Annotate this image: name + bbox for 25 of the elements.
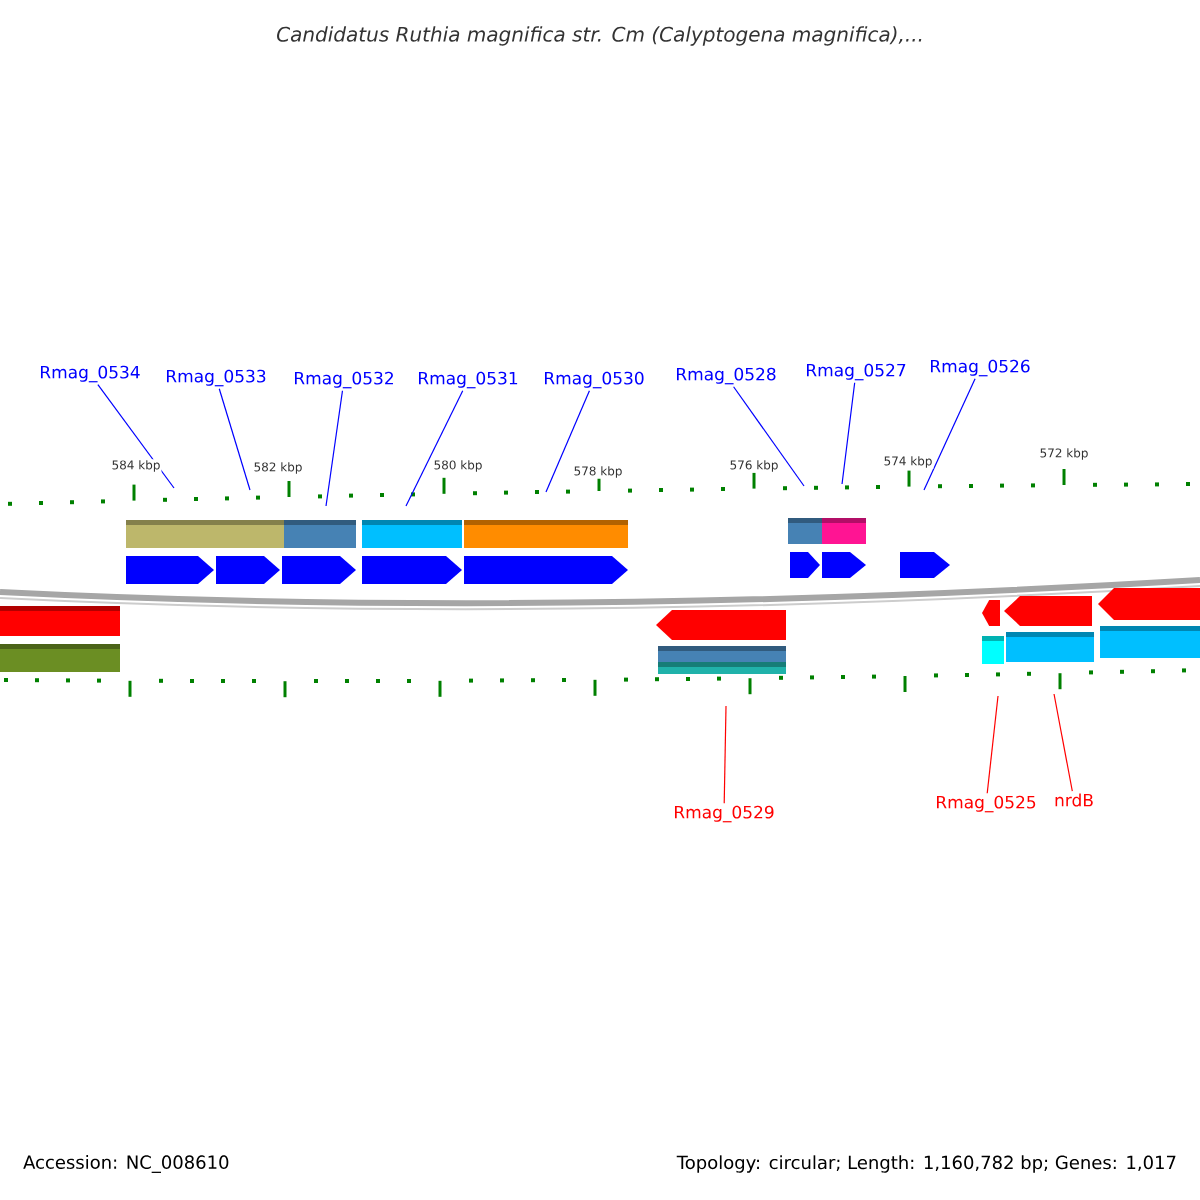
gene-label: Rmag_0526 <box>931 359 1030 377</box>
leader-line <box>97 384 175 489</box>
title: Candidatus Ruthia magnifica str. Cm (Calyptogena magnifica),... <box>277 26 922 46</box>
gene-label: Rmag_0525 <box>937 795 1036 813</box>
accession-text: Accession: NC_008610 <box>23 1155 229 1173</box>
gene-label: Rmag_0529 <box>675 805 774 823</box>
gene-label: Rmag_0527 <box>807 363 906 381</box>
leader-line <box>1053 693 1073 792</box>
gene-label: Rmag_0530 <box>545 371 644 389</box>
gene-label: nrdB <box>1055 793 1093 807</box>
leader-line <box>986 695 999 794</box>
gene-label: Rmag_0528 <box>677 367 776 385</box>
leader-line <box>923 378 976 491</box>
leader-line <box>733 386 805 487</box>
leader-line <box>723 705 727 804</box>
leader-line <box>218 388 251 491</box>
gene-label: Rmag_0534 <box>41 365 140 383</box>
leader-line <box>405 390 464 507</box>
gene-label: Rmag_0532 <box>295 371 393 389</box>
genome-summary-text: Topology: circular; Length: 1,160,782 bp; Genes: 1,017 <box>676 1155 1176 1173</box>
gene-label: Rmag_0531 <box>419 371 518 389</box>
gene-label: Rmag_0533 <box>167 369 266 387</box>
leader-line <box>545 390 590 493</box>
leader-line <box>841 382 856 485</box>
leader-line <box>325 390 344 507</box>
